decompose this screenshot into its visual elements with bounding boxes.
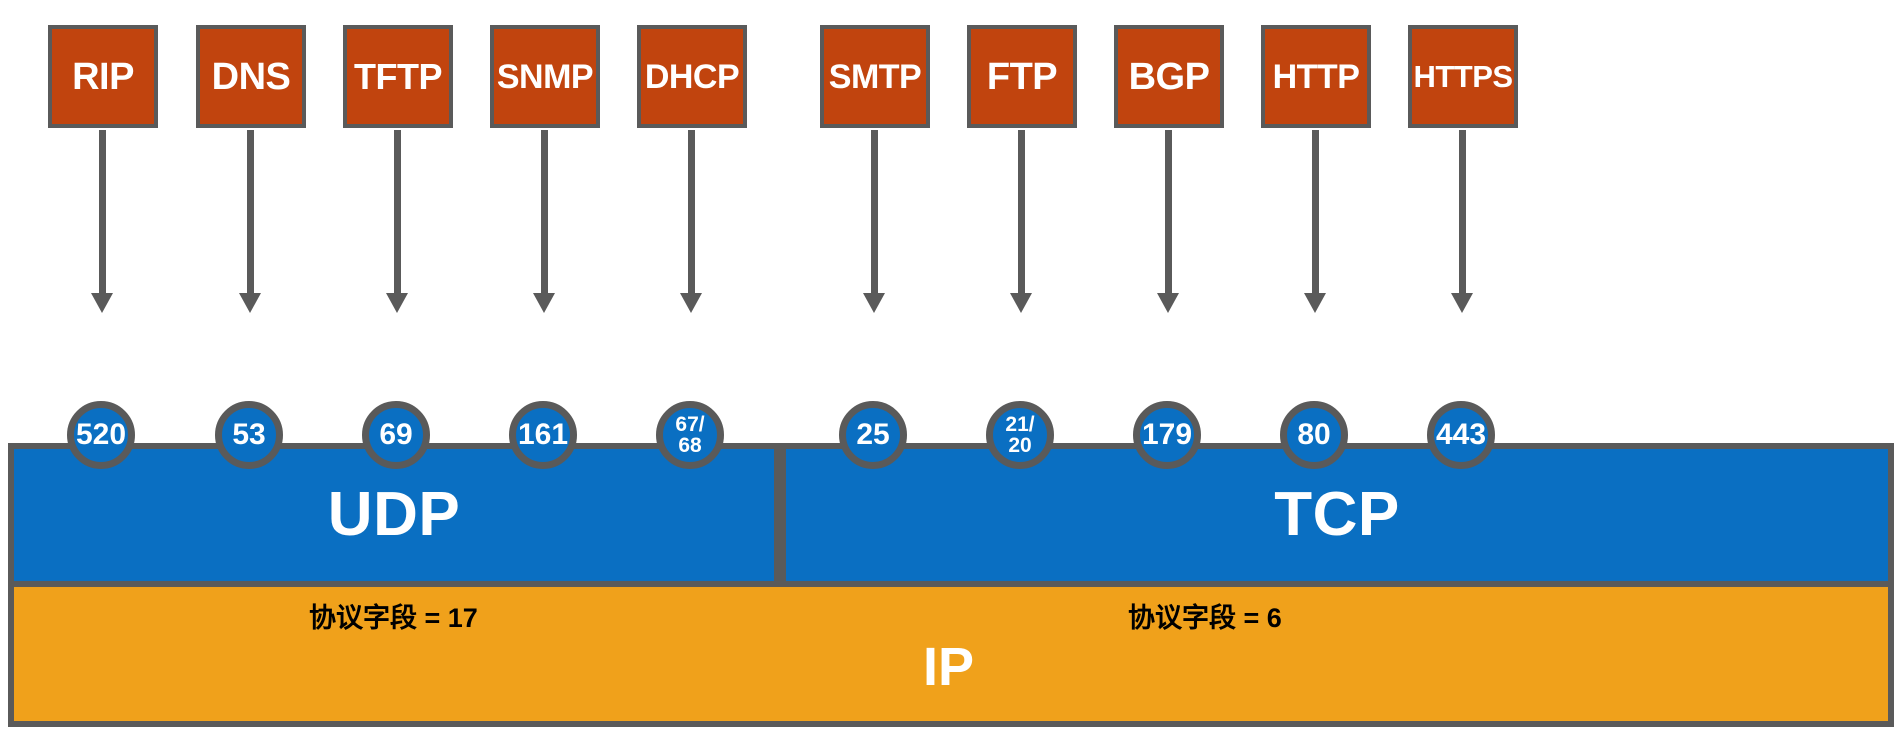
port-number: 520 xyxy=(75,417,127,451)
port-circle-dns[interactable]: 53 xyxy=(215,401,283,469)
arrow-shaft-bgp xyxy=(1165,130,1172,295)
transport-band-tcp[interactable]: TCP xyxy=(780,443,1894,587)
arrow-head-smtp xyxy=(863,293,885,313)
port-number-line-2: 68 xyxy=(678,434,702,457)
protocol-box-ftp[interactable]: FTP xyxy=(967,25,1077,128)
protocol-box-label: SMTP xyxy=(828,57,922,96)
protocol-box-https[interactable]: HTTPS xyxy=(1408,25,1518,128)
arrow-shaft-https xyxy=(1459,130,1466,295)
port-circle-http[interactable]: 80 xyxy=(1280,401,1348,469)
protocol-box-rip[interactable]: RIP xyxy=(48,25,158,128)
port-circle-bgp[interactable]: 179 xyxy=(1133,401,1201,469)
protocol-box-dhcp[interactable]: DHCP xyxy=(637,25,747,128)
protocol-box-tftp[interactable]: TFTP xyxy=(343,25,453,128)
arrow-shaft-http xyxy=(1312,130,1319,295)
network-band-ip[interactable]: 协议字段 = 17 协议字段 = 6 IP xyxy=(8,587,1894,727)
arrow-shaft-snmp xyxy=(541,130,548,295)
network-band-label: IP xyxy=(923,637,975,697)
arrow-shaft-ftp xyxy=(1018,130,1025,295)
transport-band-label: UDP xyxy=(327,480,461,549)
port-circle-smtp[interactable]: 25 xyxy=(839,401,907,469)
port-number: 179 xyxy=(1141,417,1193,451)
arrow-head-snmp xyxy=(533,293,555,313)
port-number-line-1: 67/ xyxy=(675,412,705,436)
port-number: 25 xyxy=(856,417,890,451)
port-number: 69 xyxy=(379,417,413,451)
arrow-shaft-tftp xyxy=(394,130,401,295)
arrow-head-rip xyxy=(91,293,113,313)
protocol-box-label: RIP xyxy=(72,55,134,98)
protocol-box-label: TFTP xyxy=(354,55,442,97)
port-number: 80 xyxy=(1297,417,1331,451)
port-circle-tftp[interactable]: 69 xyxy=(362,401,430,469)
port-circle-ftp[interactable]: 21/ 20 xyxy=(986,401,1054,469)
protocol-box-label: BGP xyxy=(1128,55,1210,98)
protocol-box-bgp[interactable]: BGP xyxy=(1114,25,1224,128)
port-circle-snmp[interactable]: 161 xyxy=(509,401,577,469)
port-number-line-1: 21/ xyxy=(1005,412,1035,436)
protocol-box-label: HTTP xyxy=(1272,57,1360,96)
protocol-field-note-udp: 协议字段 = 17 xyxy=(309,603,478,633)
protocol-box-dns[interactable]: DNS xyxy=(196,25,306,128)
arrow-head-tftp xyxy=(386,293,408,313)
arrow-head-bgp xyxy=(1157,293,1179,313)
protocol-box-label: HTTPS xyxy=(1413,59,1513,94)
protocol-box-label: SNMP xyxy=(496,57,594,96)
protocol-box-smtp[interactable]: SMTP xyxy=(820,25,930,128)
port-number: 53 xyxy=(232,417,266,451)
arrow-shaft-smtp xyxy=(871,130,878,295)
arrow-head-dns xyxy=(239,293,261,313)
arrow-shaft-dhcp xyxy=(688,130,695,295)
port-number-line-2: 20 xyxy=(1008,434,1032,457)
arrow-head-dhcp xyxy=(680,293,702,313)
port-circle-https[interactable]: 443 xyxy=(1427,401,1495,469)
protocol-box-label: DHCP xyxy=(644,57,740,96)
transport-band-label: TCP xyxy=(1274,480,1400,549)
protocol-box-http[interactable]: HTTP xyxy=(1261,25,1371,128)
protocol-box-label: DNS xyxy=(211,55,291,98)
arrow-head-http xyxy=(1304,293,1326,313)
protocol-field-note-tcp: 协议字段 = 6 xyxy=(1128,603,1282,633)
port-circle-dhcp[interactable]: 67/ 68 xyxy=(656,401,724,469)
port-number: 161 xyxy=(517,417,569,451)
port-circle-rip[interactable]: 520 xyxy=(67,401,135,469)
arrow-shaft-dns xyxy=(247,130,254,295)
arrow-head-https xyxy=(1451,293,1473,313)
arrow-head-ftp xyxy=(1010,293,1032,313)
port-number: 443 xyxy=(1435,417,1487,451)
protocol-box-label: FTP xyxy=(986,55,1058,98)
arrow-shaft-rip xyxy=(99,130,106,295)
protocol-box-snmp[interactable]: SNMP xyxy=(490,25,600,128)
